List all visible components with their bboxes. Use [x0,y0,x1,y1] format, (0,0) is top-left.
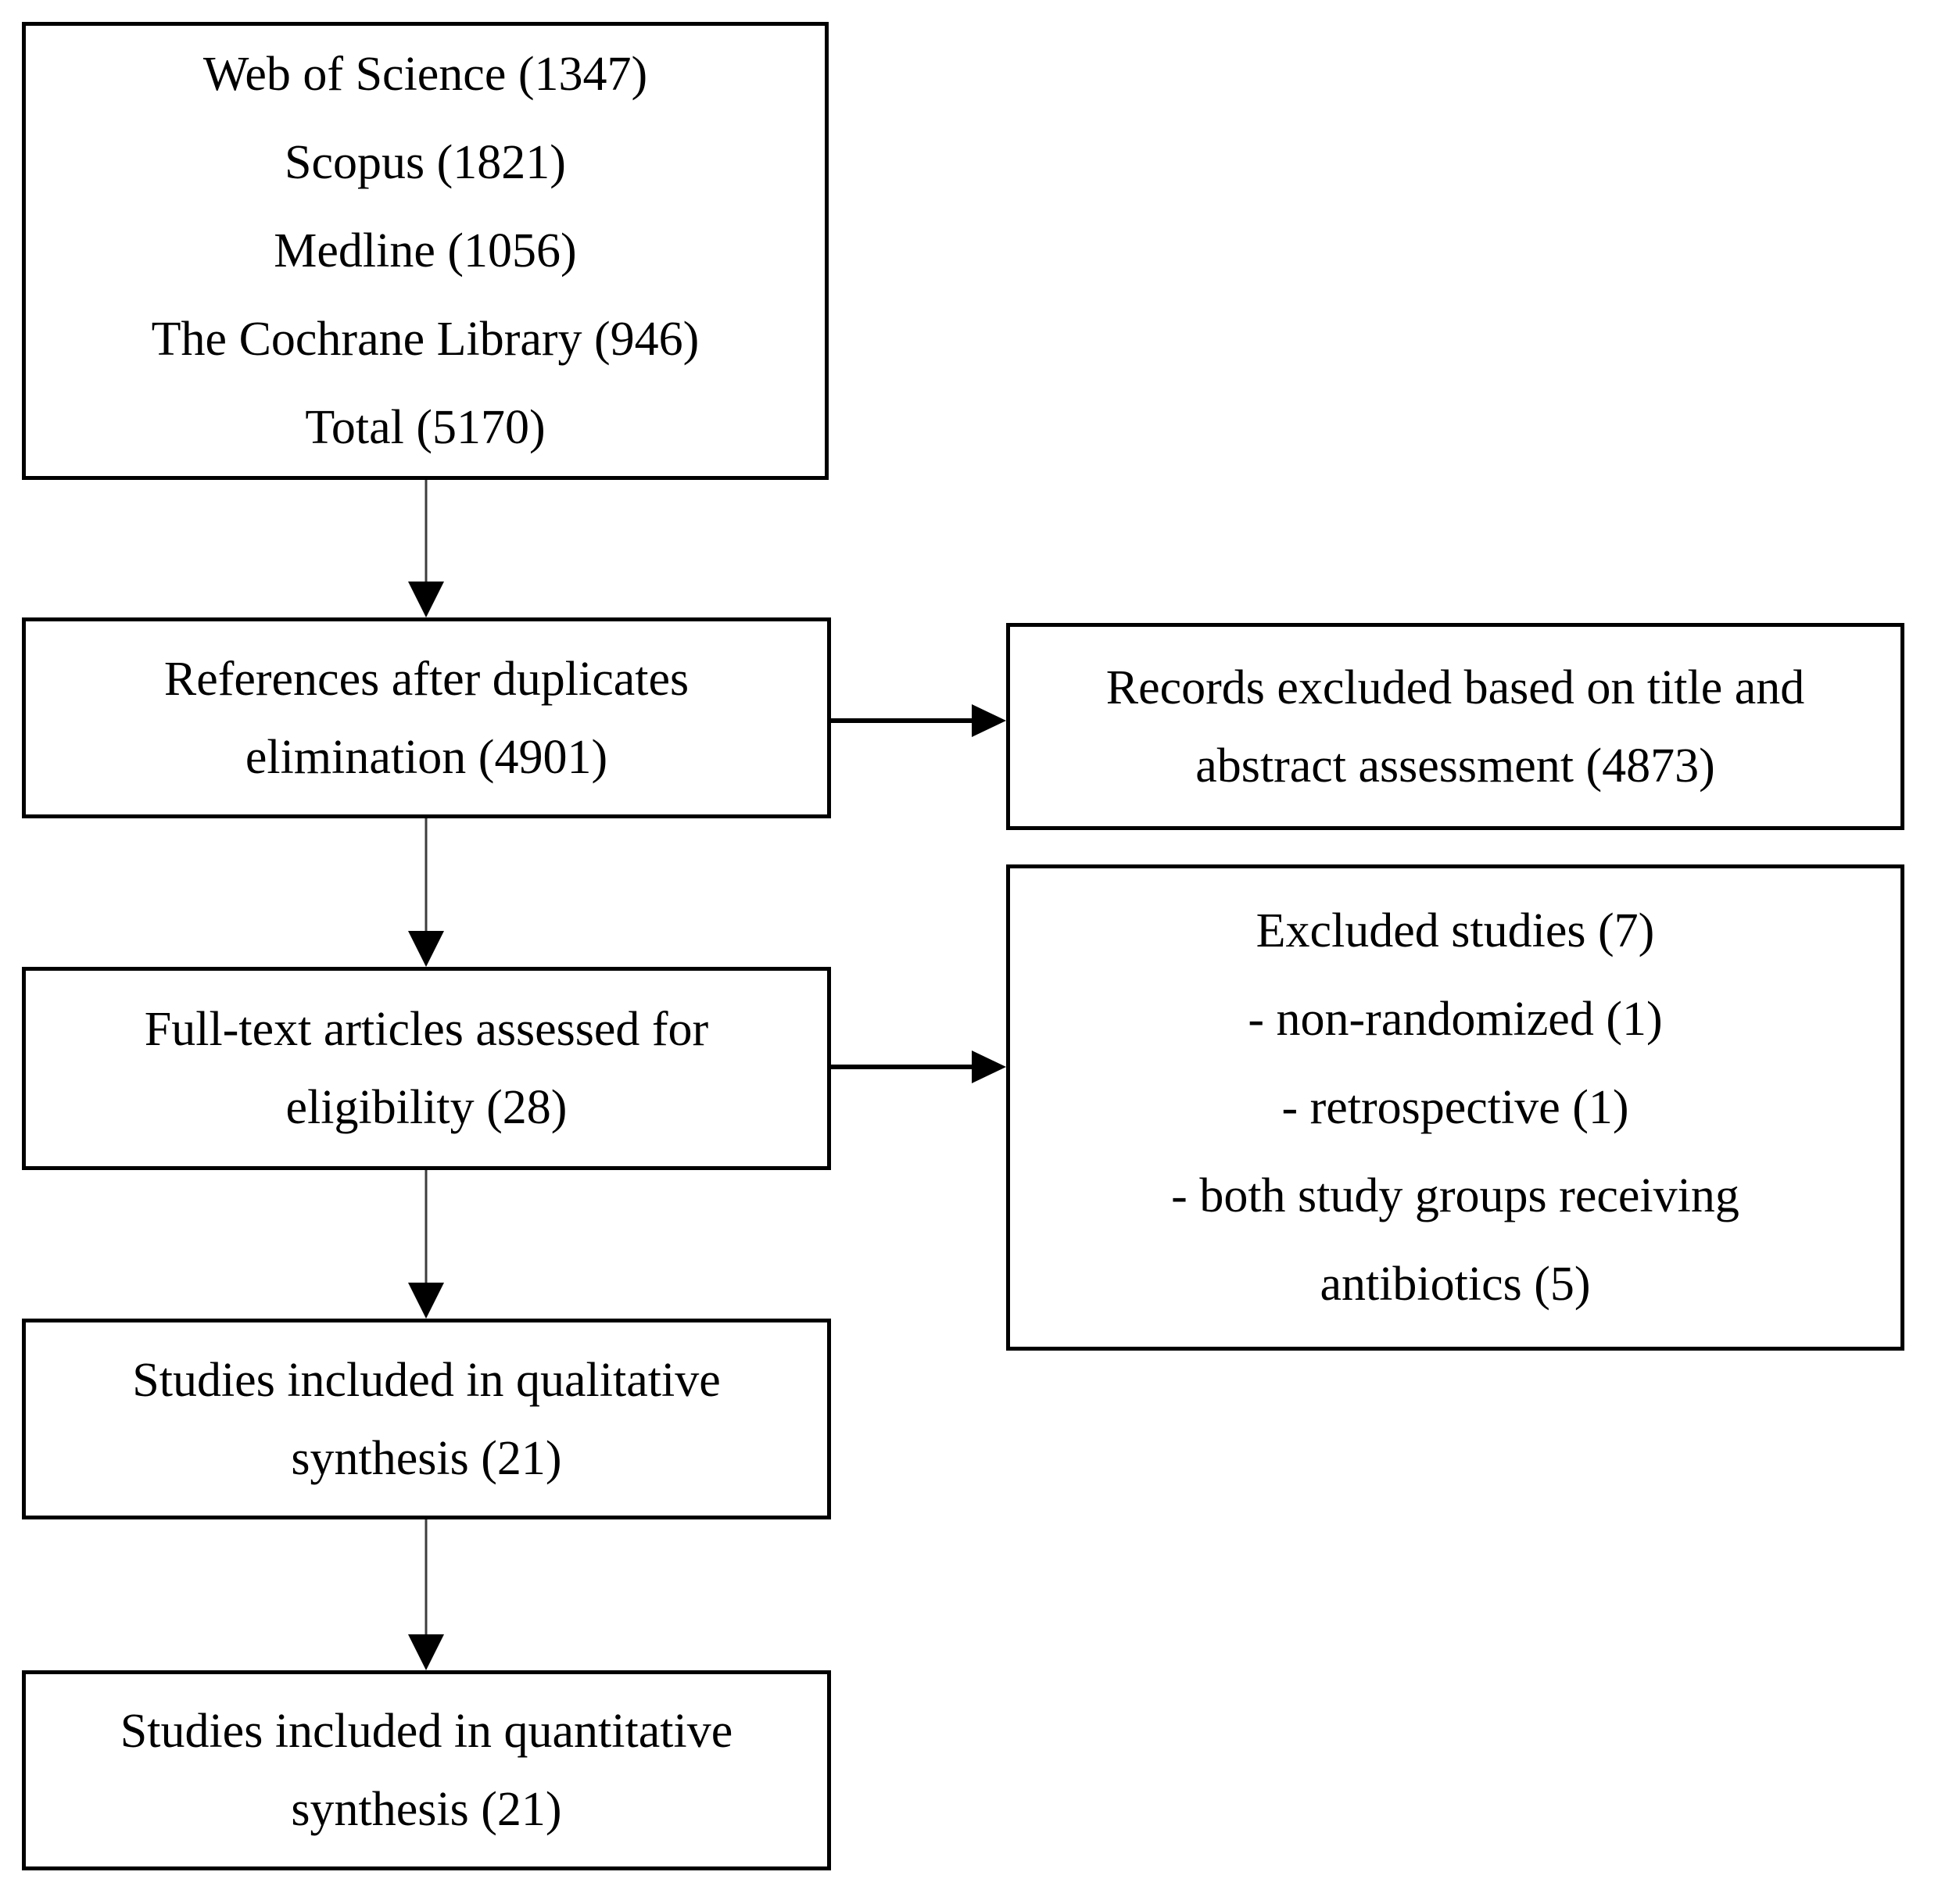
down-arrowhead-icon [408,582,444,617]
quantitative-line-1: Studies included in quantitative [120,1705,733,1758]
right-arrow-fulltext-to-excluded [831,1050,1006,1084]
dedup-line-2: elimination (4901) [245,730,608,784]
records-excluded-line-2: abstract assessment (4873) [1195,739,1715,793]
arrow-line [424,1519,428,1641]
source-total: Total (5170) [305,400,546,454]
arrow-line [424,1170,428,1289]
box-excluded-studies: Excluded studies (7) - non-randomized (1… [1006,864,1904,1351]
source-medline: Medline (1056) [274,224,577,277]
box-references-after-duplicates: References after duplicates elimination … [22,617,831,818]
down-arrow-dedup-to-fulltext [408,818,444,967]
down-arrowhead-icon [408,931,444,967]
down-arrowhead-icon [408,1634,444,1670]
quantitative-line-2: synthesis (21) [291,1783,562,1836]
source-cochrane: The Cochrane Library (946) [151,312,700,366]
excluded-both-groups-line-2: antibiotics (5) [1320,1257,1591,1311]
excluded-non-randomized: - non-randomized (1) [1248,992,1663,1046]
excluded-studies-title: Excluded studies (7) [1256,904,1655,957]
down-arrow-qualitative-to-quantitative [408,1519,444,1670]
box-qualitative-synthesis: Studies included in qualitative synthesi… [22,1319,831,1519]
arrow-line [424,480,428,588]
fulltext-line-1: Full-text articles assessed for [144,1003,709,1056]
down-arrow-fulltext-to-qualitative [408,1170,444,1319]
right-arrowhead-icon [972,704,1006,737]
dedup-line-1: References after duplicates [163,652,690,706]
qualitative-line-1: Studies included in qualitative [132,1353,721,1407]
arrow-line [831,718,976,723]
right-arrow-dedup-to-records-excluded [831,703,1006,738]
box-fulltext-assessed: Full-text articles assessed for eligibil… [22,967,831,1170]
down-arrowhead-icon [408,1283,444,1319]
box-quantitative-synthesis: Studies included in quantitative synthes… [22,1670,831,1870]
excluded-both-groups-line-1: - both study groups receiving [1171,1169,1739,1222]
source-web-of-science: Web of Science (1347) [202,47,648,101]
qualitative-line-2: synthesis (21) [291,1431,562,1485]
right-arrowhead-icon [972,1050,1006,1083]
records-excluded-line-1: Records excluded based on title and [1105,660,1805,714]
box-records-excluded: Records excluded based on title and abst… [1006,623,1904,830]
fulltext-line-2: eligibility (28) [285,1081,568,1134]
source-scopus: Scopus (1821) [285,135,566,189]
box-database-sources: Web of Science (1347) Scopus (1821) Medl… [22,22,829,480]
excluded-retrospective: - retrospective (1) [1281,1080,1629,1134]
down-arrow-sources-to-dedup [408,480,444,617]
arrow-line [831,1065,976,1069]
arrow-line [424,818,428,937]
